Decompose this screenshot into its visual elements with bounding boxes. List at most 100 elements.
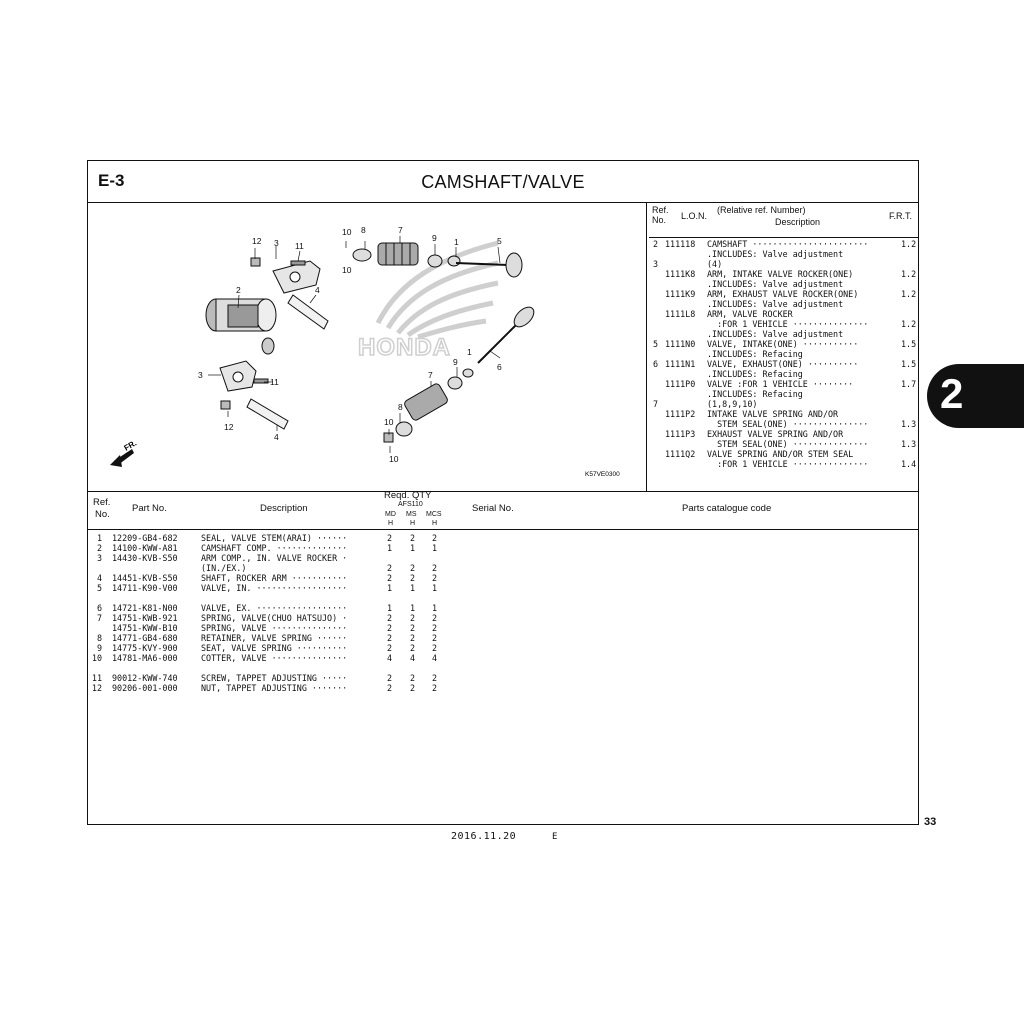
callout-10-mid: 10 bbox=[384, 417, 394, 427]
parts-cell-qty-ms: 1 bbox=[410, 543, 416, 553]
parts-cell-qty-md: 2 bbox=[387, 673, 393, 683]
parts-cell-qty-ms: 1 bbox=[410, 583, 416, 593]
diagram-svg: HONDA bbox=[110, 225, 620, 478]
callout-11-top: 11 bbox=[295, 241, 304, 251]
parts-cell-qty-ms: 1 bbox=[410, 603, 416, 613]
callout-6: 6 bbox=[497, 362, 502, 372]
lon-row: 7(1,8,9,10) bbox=[649, 399, 919, 409]
lon-cell-desc: :FOR 1 VEHICLE ··············· bbox=[707, 319, 869, 329]
parts-cell-ref: 10 bbox=[91, 653, 102, 663]
parts-cell-qty-md: 4 bbox=[387, 653, 393, 663]
callout-10-bottom: 10 bbox=[389, 454, 399, 464]
lon-cell-desc: .INCLUDES: Valve adjustment bbox=[707, 279, 844, 289]
lon-cell-desc: VALVE, EXHAUST(ONE) ·········· bbox=[707, 359, 859, 369]
lon-cell-desc: STEM SEAL(ONE) ··············· bbox=[707, 419, 869, 429]
lon-header-frt: F.R.T. bbox=[889, 211, 913, 221]
parts-cell-part-no: 12209-GB4-682 bbox=[112, 533, 178, 543]
parts-cell-qty-mcs: 2 bbox=[432, 613, 438, 623]
lon-row: :FOR 1 VEHICLE ···············1.2 bbox=[649, 319, 919, 329]
callout-8-top: 8 bbox=[361, 225, 366, 235]
parts-cell-part-no: 14451-KVB-S50 bbox=[112, 573, 178, 583]
rocker-shaft-upper bbox=[287, 294, 329, 330]
parts-cell-qty-md: 2 bbox=[387, 633, 393, 643]
lon-table: Ref. No. L.O.N. (Relative ref. Number) D… bbox=[649, 205, 919, 489]
exploded-diagram: HONDA bbox=[88, 203, 646, 491]
parts-cell-description: SHAFT, ROCKER ARM ··········· bbox=[201, 573, 348, 583]
lon-cell-desc: VALVE :FOR 1 VEHICLE ········ bbox=[707, 379, 854, 389]
lon-cell-lon: 1111L8 bbox=[665, 309, 696, 319]
parts-cell-qty-ms: 2 bbox=[410, 633, 416, 643]
parts-header-model: AFS110 bbox=[398, 501, 423, 508]
parts-cell-description: SPRING, VALVE(CHUO HATSUJO) · bbox=[201, 613, 348, 623]
parts-header-sub-mcs: H bbox=[432, 520, 438, 527]
lon-cell-frt: 1.5 bbox=[901, 359, 917, 369]
lon-cell-frt: 1.2 bbox=[901, 269, 917, 279]
rocker-shaft-lower bbox=[246, 398, 289, 430]
valve-spring-upper bbox=[377, 242, 419, 266]
parts-cell-part-no: 14430-KVB-S50 bbox=[112, 553, 178, 563]
section-title: CAMSHAFT/VALVE bbox=[421, 172, 585, 192]
lon-cell-lon: 1111P3 bbox=[665, 429, 696, 439]
parts-header-reqd-qty: Reqd. QTY bbox=[384, 490, 432, 501]
parts-cell-part-no: 14771-GB4-680 bbox=[112, 633, 178, 643]
parts-cell-qty-md: 2 bbox=[387, 563, 393, 573]
parts-cell-description: VALVE, EX. ·················· bbox=[201, 603, 348, 613]
parts-header-variant-ms: MS bbox=[406, 511, 417, 518]
callout-5: 5 bbox=[497, 236, 502, 246]
lon-cell-lon: 1111P2 bbox=[665, 409, 696, 419]
lon-cell-ref: 3 bbox=[653, 259, 659, 269]
chapter-number: 2 bbox=[940, 370, 964, 417]
lon-row: .INCLUDES: Refacing bbox=[649, 349, 919, 359]
lon-row: .INCLUDES: Valve adjustment bbox=[649, 329, 919, 339]
rocker-arm-upper bbox=[272, 260, 321, 294]
parts-header-bottom-divider bbox=[88, 529, 918, 530]
footer-date: 2016.11.20 bbox=[451, 831, 517, 842]
parts-cell-part-no: 14100-KWW-A81 bbox=[112, 543, 178, 553]
intake-valve bbox=[455, 252, 523, 278]
parts-header-description: Description bbox=[260, 503, 308, 514]
parts-page-frame: E-3 CAMSHAFT/VALVE HONDA bbox=[87, 160, 919, 825]
parts-cell-ref: 6 bbox=[96, 603, 102, 613]
valve-spring-lower bbox=[404, 383, 448, 421]
lon-cell-frt: 1.2 bbox=[901, 239, 917, 249]
lon-cell-ref: 5 bbox=[653, 339, 659, 349]
lon-cell-frt: 1.3 bbox=[901, 439, 917, 449]
parts-cell-part-no: 14751-KWB-921 bbox=[112, 613, 178, 623]
parts-cell-ref: 9 bbox=[96, 643, 102, 653]
callout-9-top: 9 bbox=[432, 233, 437, 243]
parts-cell-part-no: 14711-K90-V00 bbox=[112, 583, 178, 593]
parts-header-catalogue: Parts catalogue code bbox=[682, 503, 772, 514]
chapter-tab: 2 bbox=[927, 364, 1024, 428]
lon-cell-desc: STEM SEAL(ONE) ··············· bbox=[707, 439, 869, 449]
parts-cell-qty-mcs: 1 bbox=[432, 583, 438, 593]
parts-cell-qty-mcs: 2 bbox=[432, 673, 438, 683]
page-number: 33 bbox=[924, 816, 937, 828]
parts-cell-qty-ms: 4 bbox=[410, 653, 416, 663]
parts-cell-ref: 7 bbox=[96, 613, 102, 623]
parts-cell-qty-md: 1 bbox=[387, 543, 393, 553]
callout-10-second: 10 bbox=[342, 265, 352, 275]
parts-cell-qty-mcs: 2 bbox=[432, 683, 438, 693]
parts-header-top-divider bbox=[88, 491, 918, 492]
parts-cell-qty-ms: 2 bbox=[410, 683, 416, 693]
lon-cell-desc: ARM, INTAKE VALVE ROCKER(ONE) bbox=[707, 269, 854, 279]
parts-header-variant-md: MD bbox=[385, 511, 396, 518]
callout-12-top: 12 bbox=[252, 236, 262, 246]
parts-cell-qty-md: 2 bbox=[387, 643, 393, 653]
honda-wing-watermark bbox=[375, 240, 499, 340]
lon-row: .INCLUDES: Valve adjustment bbox=[649, 279, 919, 289]
diagram-table-divider bbox=[646, 203, 647, 491]
parts-cell-part-no: 90206-001-000 bbox=[112, 683, 178, 693]
lon-cell-desc: (4) bbox=[707, 259, 723, 269]
parts-cell-qty-ms: 2 bbox=[410, 563, 416, 573]
callout-4-bottom: 4 bbox=[274, 432, 279, 442]
lon-cell-desc: EXHAUST VALVE SPRING AND/OR bbox=[707, 429, 844, 439]
